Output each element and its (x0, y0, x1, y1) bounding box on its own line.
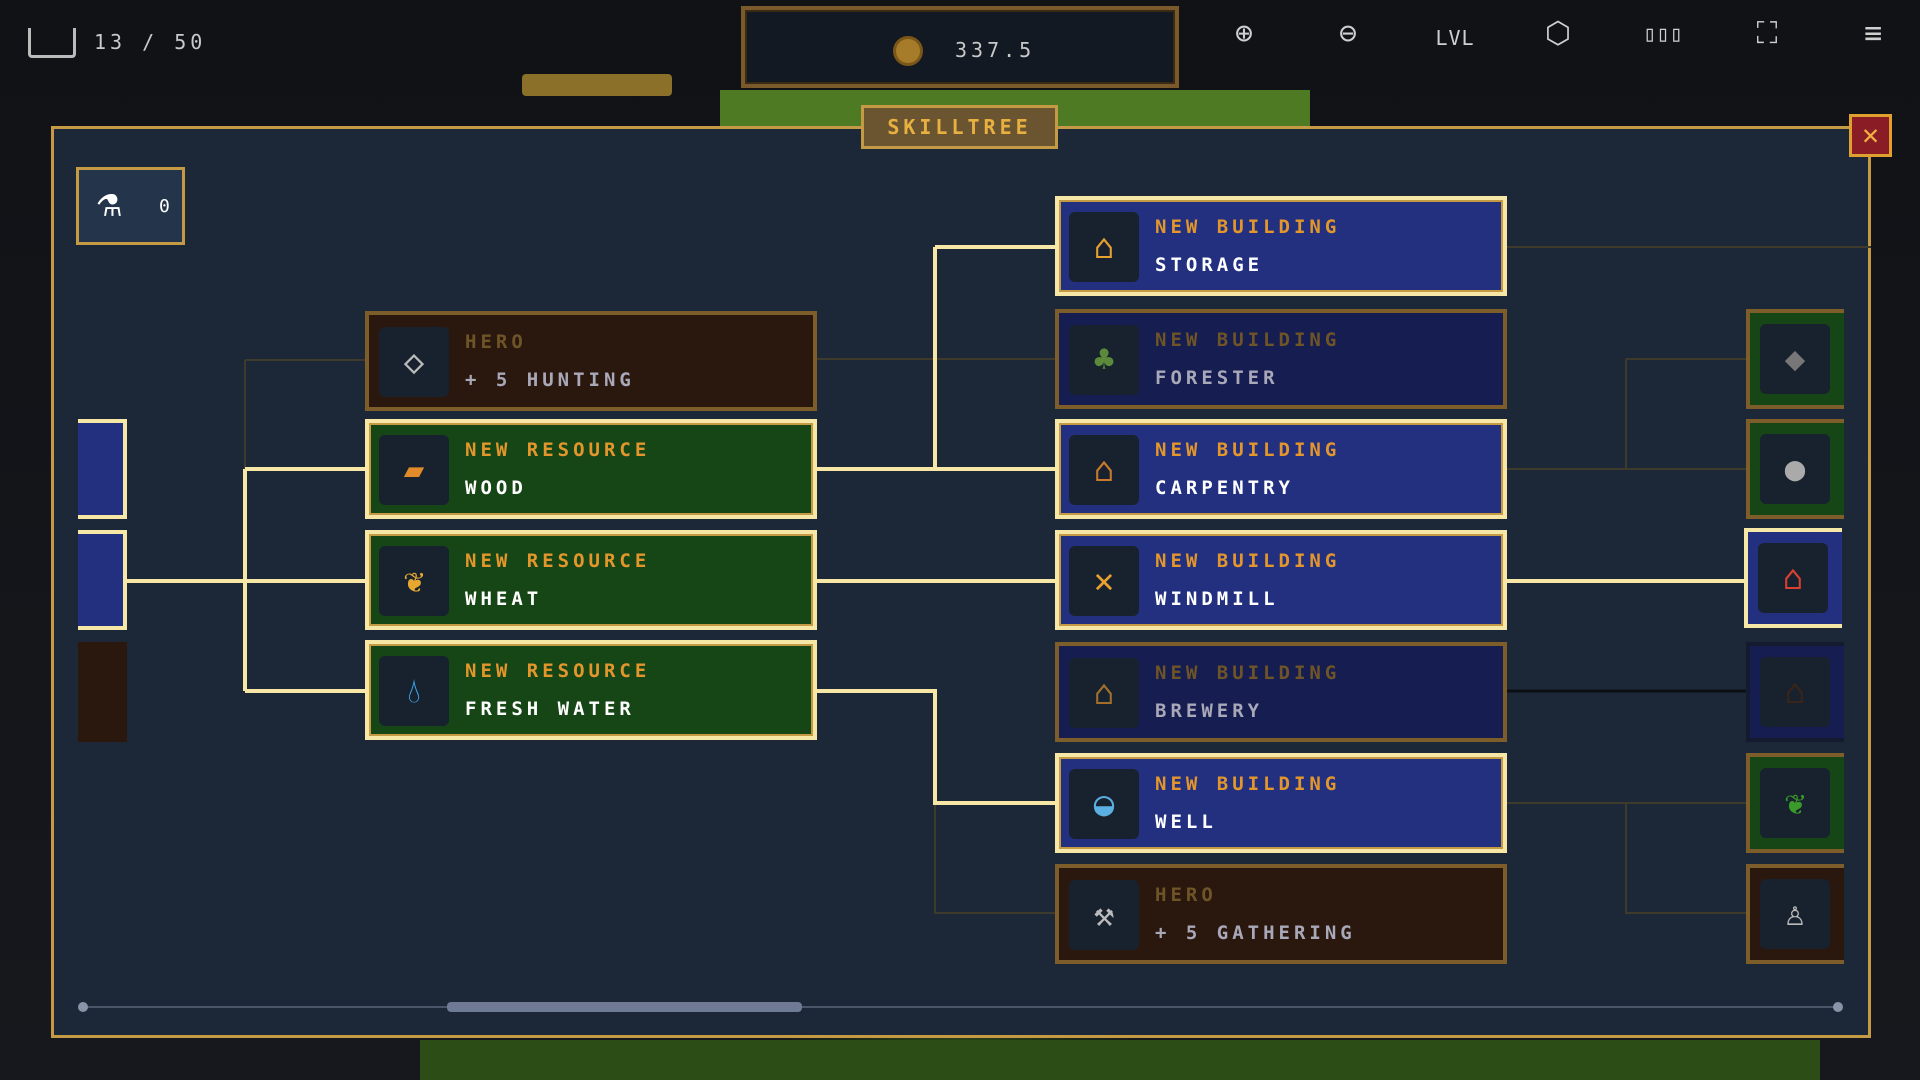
fullscreen-icon[interactable]: ⛶ (1756, 16, 1778, 51)
skill-title: NEW RESOURCE (465, 439, 651, 461)
building-icon: ⌂ (1760, 657, 1830, 727)
map-grass-bottom (420, 1040, 1820, 1080)
panel-title: SKILLTREE (861, 105, 1058, 149)
skill-well[interactable]: ◒ NEW BUILDING WELL (1055, 753, 1507, 853)
skill-stone-node[interactable]: ◆ (1746, 309, 1844, 409)
scrollbar-end (1833, 1002, 1843, 1012)
level-button[interactable]: LVL (1435, 26, 1475, 50)
rock-icon: ● (1760, 434, 1830, 504)
skill-name: WHEAT (465, 588, 543, 610)
skill-name: BREWERY (1155, 700, 1264, 722)
scrollbar-track[interactable] (83, 1006, 1838, 1008)
skill-title: NEW BUILDING (1155, 439, 1341, 461)
skill-name: FORESTER (1155, 367, 1279, 389)
skill-hero-node[interactable]: ♙ (1746, 864, 1844, 964)
close-button[interactable]: ✕ (1849, 114, 1892, 157)
zoom-in-icon[interactable]: ⊕ (1234, 16, 1254, 51)
zoom-out-icon[interactable]: ⊖ (1338, 16, 1358, 51)
skill-title: NEW BUILDING (1155, 216, 1341, 238)
skill-windmill[interactable]: ✕ NEW BUILDING WINDMILL (1055, 530, 1507, 630)
skill-points-box: ⚗ 0 (76, 167, 185, 245)
skill-hero-hunting[interactable]: ◇ HERO + 5 HUNTING (365, 311, 817, 411)
forester-icon: ♣ (1069, 325, 1139, 395)
skill-title: NEW RESOURCE (465, 550, 651, 572)
locked-lines (244, 246, 1871, 914)
stone-icon: ◆ (1760, 324, 1830, 394)
skill-title: NEW BUILDING (1155, 662, 1341, 684)
partial-skill-card[interactable] (78, 642, 127, 742)
coin-icon (893, 36, 923, 66)
hexagon-icon[interactable]: ⬡ (1544, 16, 1572, 51)
water-drop-icon: 💧︎ (379, 656, 449, 726)
skill-title: HERO (465, 331, 527, 353)
well-icon: ◒ (1069, 769, 1139, 839)
skill-fresh-water[interactable]: 💧︎ NEW RESOURCE FRESH WATER (365, 640, 817, 740)
skill-title: NEW RESOURCE (465, 660, 651, 682)
brewery-icon: ⌂ (1069, 658, 1139, 728)
storage-icon: ⌂ (1069, 212, 1139, 282)
scrollbar-start (78, 1002, 88, 1012)
windmill-icon: ✕ (1069, 546, 1139, 616)
skill-name: WELL (1155, 811, 1217, 833)
skill-name: + 5 HUNTING (465, 369, 635, 391)
skill-bakery-node[interactable]: ⌂ (1744, 528, 1842, 628)
skill-name: + 5 GATHERING (1155, 922, 1356, 944)
skill-name: WOOD (465, 477, 527, 499)
skill-name: WINDMILL (1155, 588, 1279, 610)
wheat-icon: ❦ (379, 546, 449, 616)
skill-plant-node[interactable]: ❦ (1746, 753, 1844, 853)
log-icon: ▰ (379, 435, 449, 505)
pickaxe-icon: ⚒ (1069, 880, 1139, 950)
skill-title: NEW BUILDING (1155, 550, 1341, 572)
unlocked-lines (127, 245, 1746, 805)
map-building-sign (522, 74, 672, 96)
skill-carpentry[interactable]: ⌂ NEW BUILDING CARPENTRY (1055, 419, 1507, 519)
skill-name: FRESH WATER (465, 698, 635, 720)
flask-icon: ⚗ (97, 180, 122, 226)
bow-icon: ◇ (379, 327, 449, 397)
population-count: 13 / 50 (94, 30, 207, 54)
skill-storage[interactable]: ⌂ NEW BUILDING STORAGE (1055, 196, 1507, 296)
skill-brewery[interactable]: ⌂ NEW BUILDING BREWERY (1055, 642, 1507, 742)
coin-amount: 337.5 (955, 38, 1036, 62)
skill-name: STORAGE (1155, 254, 1264, 276)
skill-title: HERO (1155, 884, 1217, 906)
skill-title: NEW BUILDING (1155, 329, 1341, 351)
population-icon (28, 28, 76, 58)
skill-rock-node[interactable]: ● (1746, 419, 1844, 519)
skill-title: NEW BUILDING (1155, 773, 1341, 795)
bakery-icon: ⌂ (1758, 543, 1828, 613)
skill-forester[interactable]: ♣ NEW BUILDING FORESTER (1055, 309, 1507, 409)
close-icon: ✕ (1862, 118, 1879, 151)
skill-wood[interactable]: ▰ NEW RESOURCE WOOD (365, 419, 817, 519)
potion-icon: ♙ (1760, 879, 1830, 949)
skill-wheat[interactable]: ❦ NEW RESOURCE WHEAT (365, 530, 817, 630)
partial-skill-card[interactable] (78, 530, 127, 630)
carpentry-icon: ⌂ (1069, 435, 1139, 505)
scrollbar-thumb[interactable] (447, 1002, 802, 1012)
coin-display: 337.5 (741, 6, 1179, 88)
skill-name: CARPENTRY (1155, 477, 1294, 499)
grid-icon[interactable]: ▯▯▯ (1643, 22, 1683, 47)
skill-hero-gathering[interactable]: ⚒ HERO + 5 GATHERING (1055, 864, 1507, 964)
skill-locked-building-node[interactable]: ⌂ (1746, 642, 1844, 742)
skill-points-count: 0 (159, 196, 170, 217)
sprout-icon: ❦ (1760, 768, 1830, 838)
menu-icon[interactable]: ≡ (1863, 16, 1883, 51)
partial-skill-card[interactable] (78, 419, 127, 519)
